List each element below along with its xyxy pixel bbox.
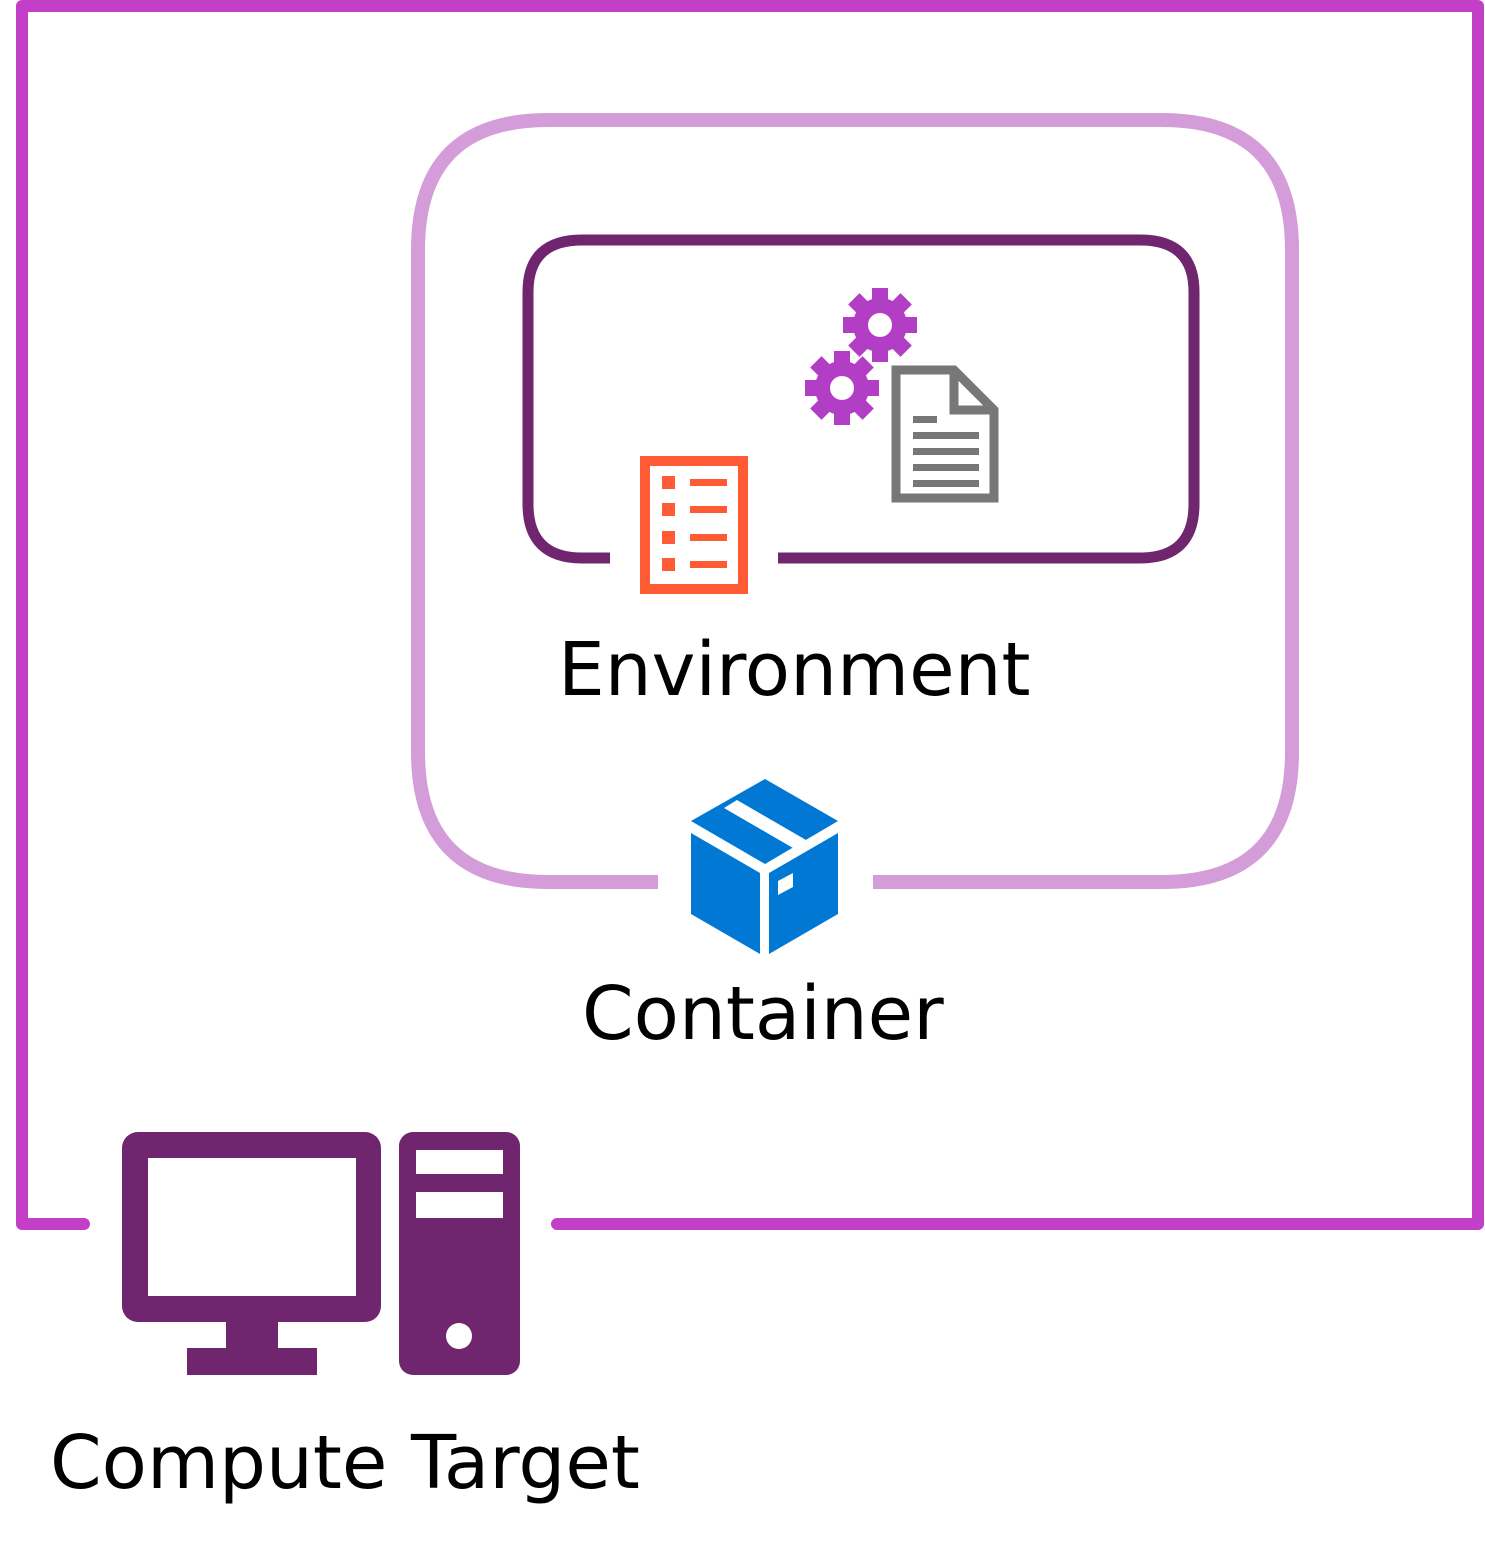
environment-label: Environment <box>558 627 1031 713</box>
compute-target-frame <box>16 0 1484 1230</box>
document-icon <box>891 365 999 503</box>
monitor-icon <box>122 1132 381 1375</box>
environment-frame <box>522 234 1200 564</box>
container-frame <box>411 113 1299 889</box>
container-label: Container <box>582 971 944 1057</box>
checklist-icon <box>640 456 748 594</box>
compute-target-label: Compute Target <box>50 1420 640 1506</box>
pc-tower-icon <box>399 1132 520 1375</box>
package-icon <box>691 779 838 954</box>
